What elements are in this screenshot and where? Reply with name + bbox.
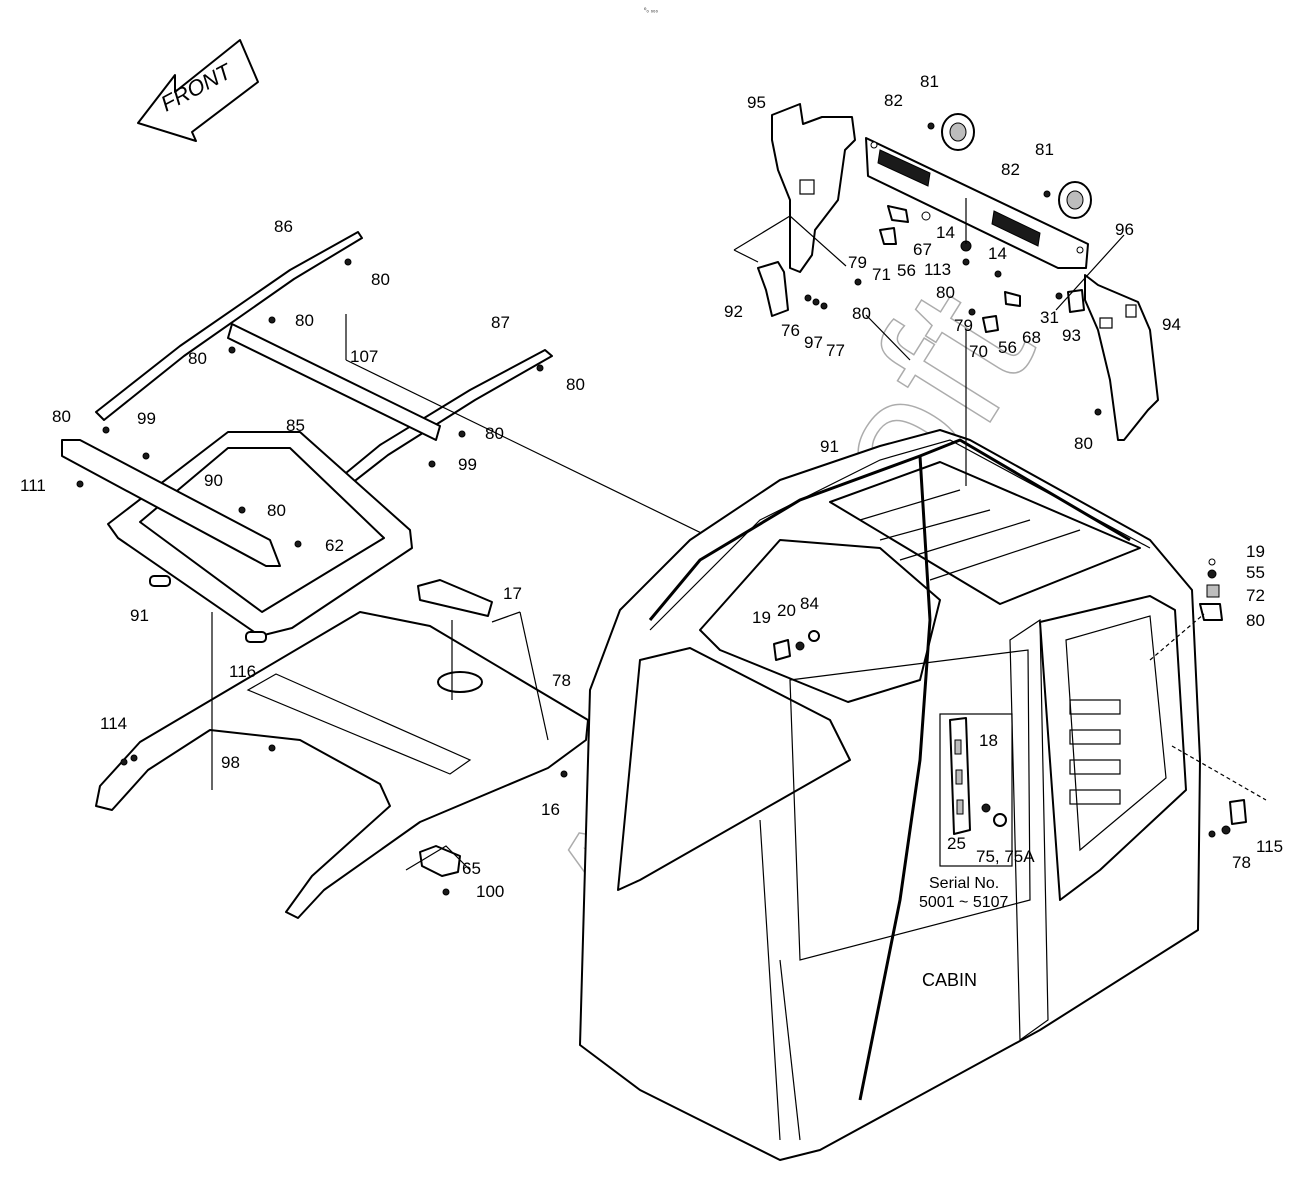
callout-25: 75, 75A [976,847,1035,866]
callout-79: 79 [954,316,973,335]
callout-85: 85 [286,416,305,435]
callout-113: 113 [924,260,951,279]
cabin-label: CABIN [922,970,977,990]
callout-115: 78 [1232,853,1251,872]
callout-90: 90 [204,471,223,490]
callout-80: 80 [566,375,585,394]
callout-94: 94 [1162,315,1181,334]
serial-inset-box [939,713,1013,867]
callout-20: 84 [800,594,819,613]
part-91-handle-a [149,575,171,587]
callout-82: 82 [884,91,903,110]
callout-97: 97 [804,333,823,352]
callout-75-75a: 65 [462,859,481,878]
callout-80: 80 [852,304,871,323]
callout-55: 72 [1246,586,1265,605]
page-mark: ⁰₀ ₀₀₀ [644,7,659,14]
cabin-roof-panel [829,461,1141,605]
part-75-dome-light [419,845,461,877]
callout-100: 115 [1256,837,1283,856]
callout-14: 14 [988,244,1007,263]
callout-76: 76 [781,321,800,340]
serial-note-line2: 5001 ~ 5107 [919,894,1009,911]
part-17-bracket [773,639,791,661]
part-90-front-strip [61,439,281,567]
callout-87: 87 [491,313,510,332]
callout-91: 116 [229,662,256,681]
callout-65: 100 [476,882,504,901]
callout-31: 31 [1040,308,1059,327]
callout-116: 17 [503,584,522,603]
callout-80: 62 [325,536,344,555]
callout-19: 55 [1246,563,1265,582]
callout-19: 20 [777,601,796,620]
callout-14: 14 [936,223,955,242]
callout-78: 19 [1246,542,1265,561]
callout-107: 107 [350,347,378,366]
callout-99: 99 [137,409,156,428]
callout-77: 77 [826,341,845,360]
fasteners-upper-right [804,122,1102,416]
callout-82: 82 [1001,160,1020,179]
part-100-bracket [1229,799,1247,825]
callout-80: 80 [188,349,207,368]
callout-84: 78 [552,671,571,690]
cabin-door [1039,595,1187,901]
callout-95: 95 [747,93,766,112]
cabin-body [579,330,1267,1161]
callout-labels: 95 81 82 81 82 14 67 79 71 56 113 14 96 … [20,72,1283,901]
callout-81: 81 [1035,140,1054,159]
part-107-cross-bar [227,323,441,441]
front-window-opening [617,647,851,891]
callout-67: 67 [913,240,932,259]
callout-17: 19 [752,608,771,627]
speaker-81-left [941,113,975,151]
callout-114: 98 [221,753,240,772]
callout-93: 93 [1062,326,1081,345]
callout-80: 80 [52,407,71,426]
callout-80: 99 [458,455,477,474]
callout-70: 70 [969,342,988,361]
callout-91: 91 [130,606,149,625]
speaker-81-right [1058,181,1092,219]
callout-86: 86 [274,217,293,236]
callout-80: 80 [371,270,390,289]
callout-96: 96 [1115,220,1134,239]
callout-80: 80 [485,424,504,443]
callout-99: 80 [267,501,286,520]
callout-80: 114 [100,714,127,733]
callout-71: 71 [872,265,891,284]
part-94-pillar-trim [1084,274,1159,441]
callout-16: 18 [979,731,998,750]
callout-56: 56 [897,261,916,280]
serial-note-line1: Serial No. [929,875,999,892]
callout-72: 80 [1246,611,1265,630]
part-96-speaker-panel [865,137,1089,269]
speaker-grille-right [991,210,1041,247]
part-116-pad [417,579,493,617]
rear-trim-assembly [733,103,1159,441]
callout-79: 79 [848,253,867,272]
callout-68: 68 [1022,328,1041,347]
speaker-grille-left [877,149,931,187]
callout-62: 91 [820,437,839,456]
fasteners-roof [76,258,568,896]
callout-111: 111 [20,476,46,495]
part-62-harness [648,438,1131,621]
callout-81: 81 [920,72,939,91]
callout-98: 16 [541,800,560,819]
callout-80: 80 [936,283,955,302]
front-arrow: FRONT [137,39,259,142]
part-72-bracket [1199,603,1223,621]
callout-80: 80 [1074,434,1093,453]
part-91-handle-b [245,631,267,643]
callout-80: 80 [295,311,314,330]
callout-92: 92 [724,302,743,321]
part-92-grab-handle [757,261,789,317]
callout-56: 56 [998,338,1017,357]
part-86-roof-rail [95,231,363,421]
callout-18: 25 [947,834,966,853]
